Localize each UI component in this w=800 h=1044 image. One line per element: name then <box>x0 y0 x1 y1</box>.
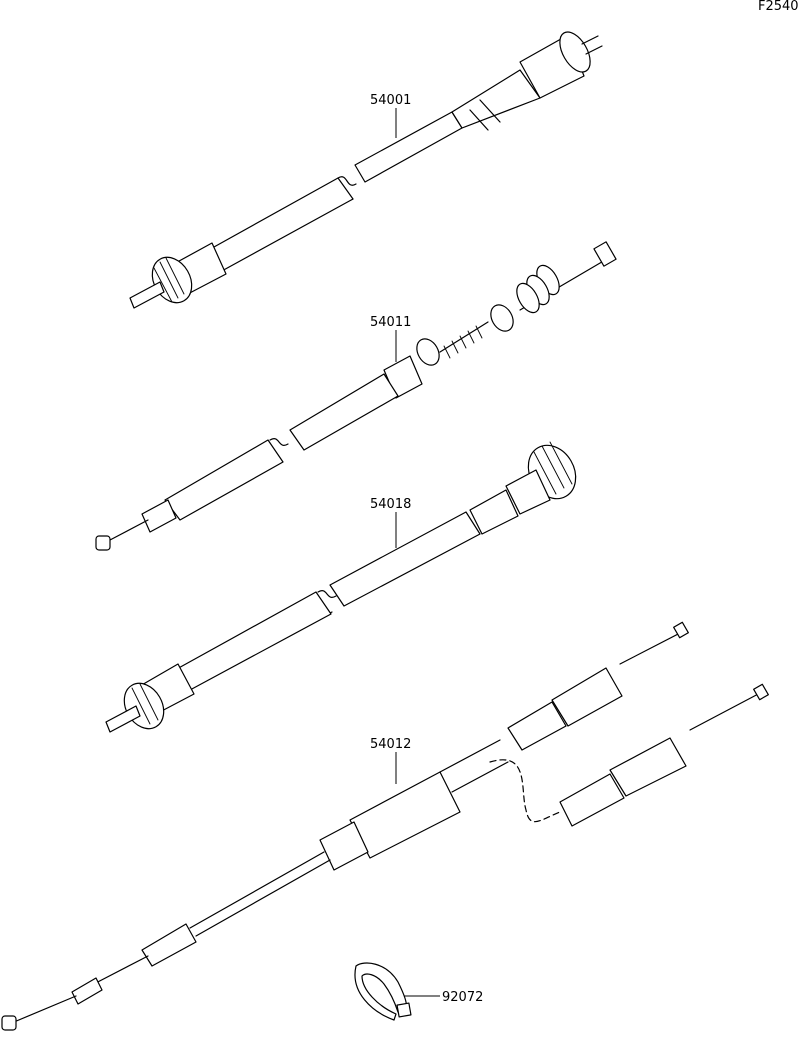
cable-54011-drawing <box>95 241 617 551</box>
cable-54001-drawing <box>129 31 603 309</box>
part-number-92072: 92072 <box>442 990 483 1005</box>
part-number-54011: 54011 <box>370 315 411 330</box>
band-92072-drawing <box>354 962 440 1021</box>
cable-54012-drawing <box>1 621 769 1031</box>
cable-54018-drawing <box>105 441 577 733</box>
part-number-54001: 54001 <box>370 93 411 108</box>
figure-code: F2540 <box>758 0 799 14</box>
part-number-54012: 54012 <box>370 737 411 752</box>
part-number-54018: 54018 <box>370 497 411 512</box>
